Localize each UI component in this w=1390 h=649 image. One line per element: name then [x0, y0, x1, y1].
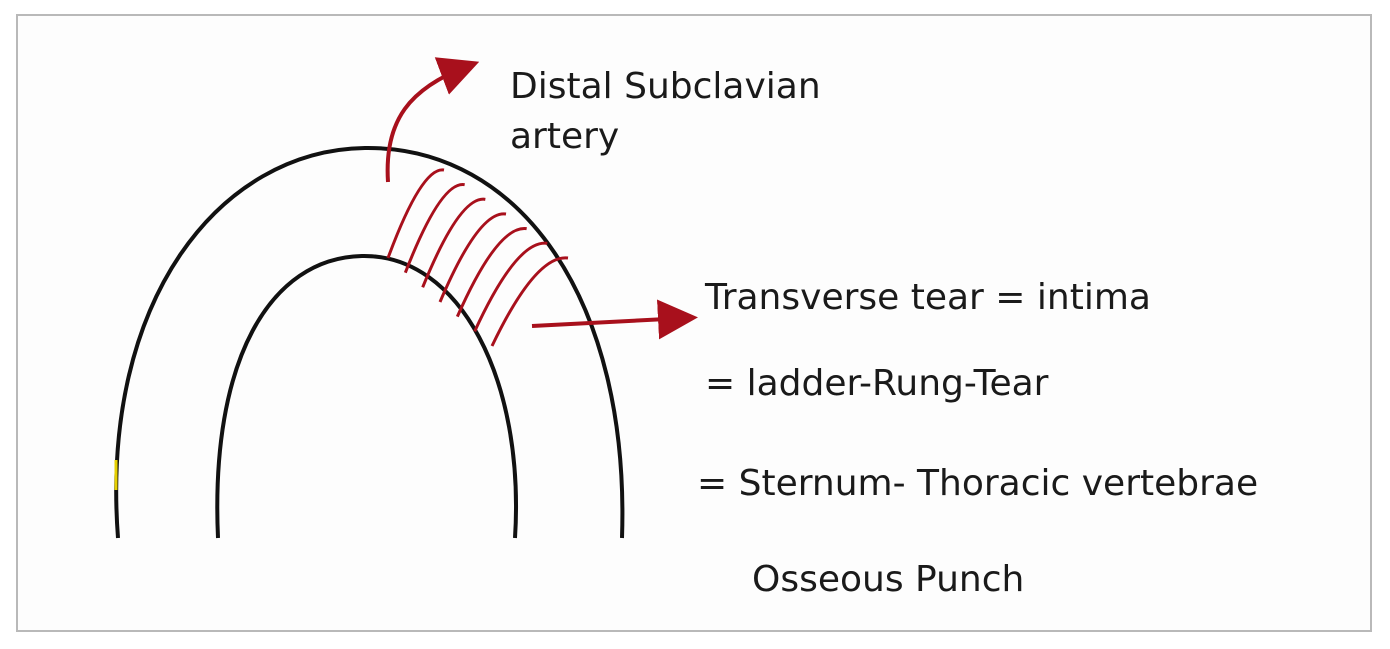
distal-subclavian-line2: artery: [510, 112, 821, 162]
distal-subclavian-line1: Distal Subclavian: [510, 62, 821, 112]
transverse-tear-label: Transverse tear = intima: [705, 276, 1151, 320]
ladder-rung-tear-label: = ladder-Rung-Tear: [705, 362, 1048, 406]
tear-rung-line: [492, 258, 568, 346]
sternum-thoracic-label: = Sternum- Thoracic vertebrae: [697, 462, 1258, 506]
transverse-tear-arrow: [532, 318, 686, 326]
osseous-punch-label: Osseous Punch: [752, 558, 1024, 602]
tear-rung-line: [475, 243, 548, 331]
distal-subclavian-label: Distal Subclavian artery: [510, 62, 821, 162]
outer-arch-wall: [116, 148, 622, 538]
ladder-rung-tear-lines: [388, 170, 568, 346]
inner-arch-wall: [217, 256, 516, 538]
